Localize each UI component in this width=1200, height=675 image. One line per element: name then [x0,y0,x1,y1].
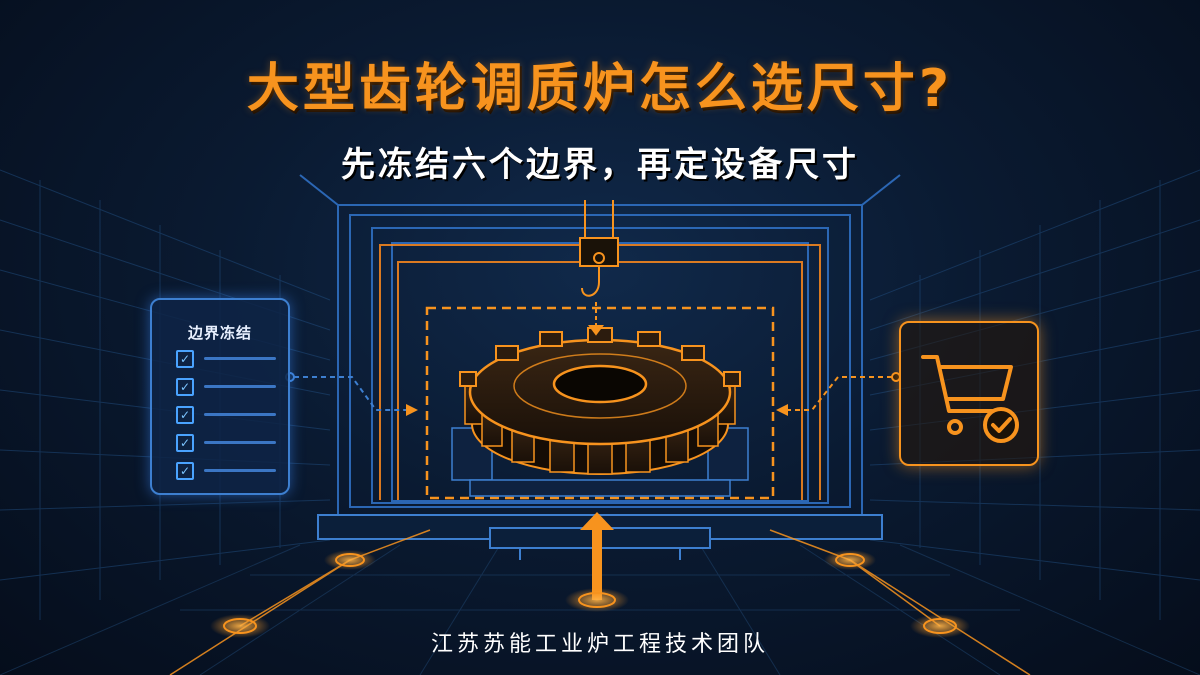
checklist-line [204,413,276,416]
page-subtitle: 先冻结六个边界，再定设备尺寸 [341,145,859,185]
floor-node-center [565,588,629,612]
gear-icon [459,327,741,475]
equipment-selection-card [899,321,1039,466]
checklist-line [204,441,276,444]
floor-node-1 [324,550,376,570]
floor-node-3 [210,614,270,638]
page-title: 大型齿轮调质炉怎么选尺寸? [246,59,954,119]
right-arrow-icon [776,404,788,416]
footer-credit: 江苏苏能工业炉工程技术团队 [430,632,769,657]
floor-node-2 [824,550,876,570]
checkbox-icon: ✓ [176,406,194,424]
floor-node-4 [910,614,970,638]
checklist-line [204,385,276,388]
checkbox-icon: ✓ [176,462,194,480]
up-arrow-icon [580,512,614,600]
checkbox-icon: ✓ [176,434,194,452]
boundary-freeze-card: 边界冻结 ✓ ✓ ✓ ✓ ✓ [150,298,290,495]
checkbox-icon: ✓ [176,350,194,368]
checklist-line [204,469,276,472]
checkbox-icon: ✓ [176,378,194,396]
left-arrow-icon [406,404,418,416]
crane-hook-icon [579,200,619,336]
boundary-card-title: 边界冻结 [187,324,252,342]
cart-check-icon [921,355,1019,443]
boundary-dashed-box [425,306,775,500]
checklist-line [204,357,276,360]
